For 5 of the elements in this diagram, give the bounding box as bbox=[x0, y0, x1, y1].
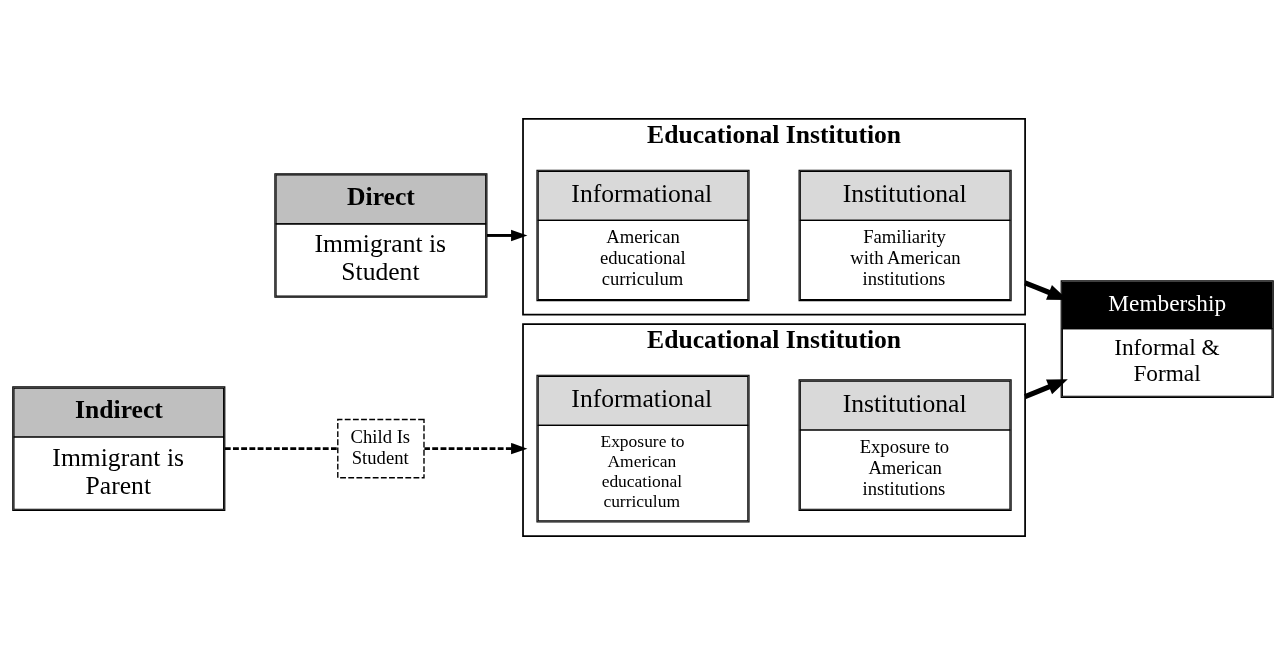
node-box: Child Is Student bbox=[337, 418, 425, 478]
arrow bbox=[424, 442, 528, 454]
arrow bbox=[1024, 378, 1068, 399]
arrow bbox=[486, 229, 528, 241]
connector bbox=[224, 446, 338, 450]
